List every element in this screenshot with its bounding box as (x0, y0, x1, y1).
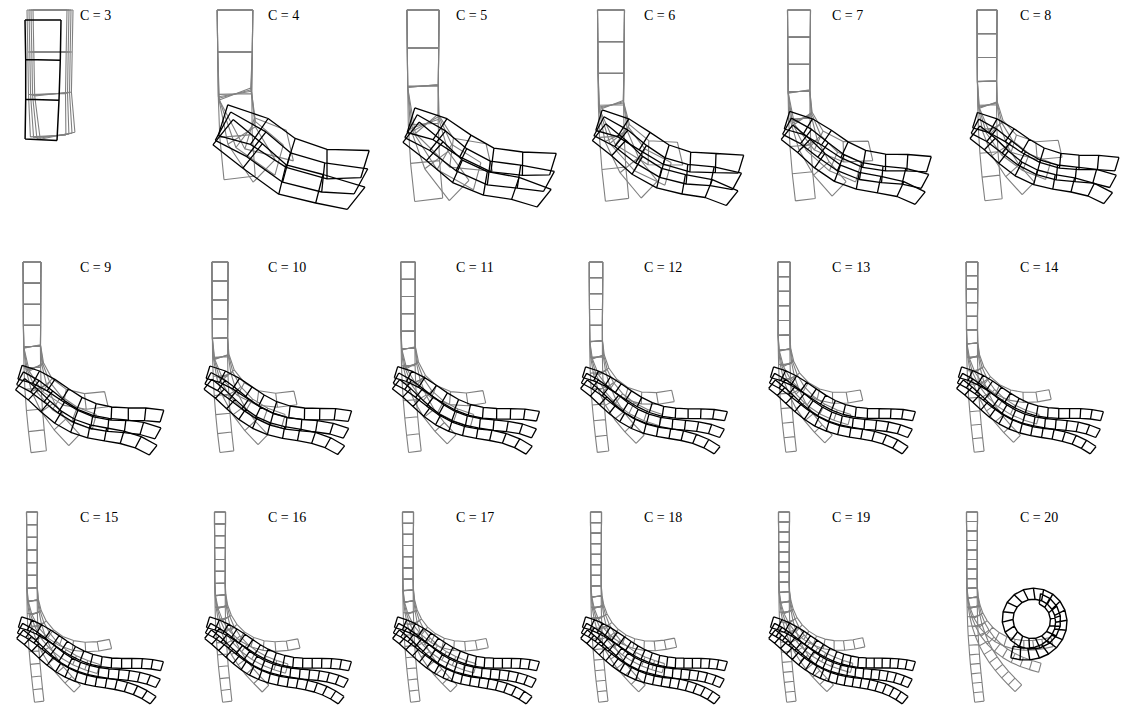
segment-chain (17, 630, 157, 704)
panel-label: C = 11 (456, 260, 494, 276)
segment-chain (783, 118, 929, 188)
segment-chain (967, 512, 1022, 692)
segment-chain (769, 380, 909, 454)
segment-chain (591, 512, 677, 651)
panel-label: C = 16 (268, 510, 306, 526)
segment-chain (598, 10, 672, 185)
segment-chain (392, 380, 532, 455)
segment-chain (212, 262, 285, 428)
segment-chain (205, 373, 349, 439)
segment-chain (1002, 588, 1067, 660)
segment-chain (788, 10, 873, 162)
segment-chain (592, 124, 738, 206)
segment-chain (25, 20, 61, 141)
segment-chain (594, 117, 742, 190)
segment-chain (779, 512, 865, 650)
segment-chain (403, 512, 489, 651)
segment-chain (212, 262, 234, 453)
segment-chain (957, 373, 1100, 437)
segment-chain (393, 623, 536, 687)
segment-chain (407, 10, 481, 190)
segment-chain (215, 512, 269, 692)
segment-chain (977, 10, 1035, 195)
segment-chain (598, 10, 683, 165)
segment-chain (784, 111, 931, 171)
panel-label: C = 3 (80, 8, 111, 24)
segment-chain (27, 512, 112, 652)
segment-chain (407, 10, 443, 202)
segment-chain (204, 379, 345, 454)
segment-chain (407, 108, 556, 175)
panel-label: C = 10 (268, 260, 306, 276)
panel-label: C = 15 (80, 510, 118, 526)
panel-label: C = 8 (1020, 8, 1051, 24)
panel-label: C = 18 (644, 510, 682, 526)
segment-chain (205, 630, 345, 704)
segment-chain (581, 380, 721, 454)
segment-chain (769, 630, 909, 704)
segment-chain (405, 115, 555, 192)
segment-chain (16, 379, 158, 455)
segment-chain (403, 122, 551, 207)
panel-label: C = 14 (1020, 260, 1058, 276)
segment-chain (781, 125, 925, 204)
segment-chain (18, 365, 164, 422)
segment-chain (17, 623, 160, 687)
segment-chain (23, 262, 80, 446)
panel-label: C = 6 (644, 8, 675, 24)
segment-chain (788, 10, 847, 196)
panel-label: C = 9 (80, 260, 111, 276)
panel-label: C = 4 (268, 8, 299, 24)
segment-chain (957, 380, 1097, 454)
panel-label: C = 20 (1020, 510, 1058, 526)
segment-chain (213, 120, 365, 210)
segment-chain (401, 262, 474, 427)
segment-chain (393, 630, 532, 704)
panel-label: C = 5 (456, 8, 487, 24)
segment-chain (581, 623, 724, 687)
segment-chain (788, 10, 862, 182)
segment-chain (206, 366, 352, 421)
segment-chain (769, 623, 912, 687)
segment-chain (581, 373, 724, 437)
segment-chain (591, 512, 646, 692)
panel-label: C = 12 (644, 260, 682, 276)
segment-chain (581, 630, 721, 704)
segment-chain (970, 126, 1113, 204)
segment-chain (215, 512, 301, 651)
segment-chain (401, 262, 456, 444)
segment-chain (778, 262, 863, 403)
segment-chain (769, 373, 912, 437)
segment-chain (403, 512, 458, 692)
segment-chain (33, 10, 75, 139)
segment-chain (589, 262, 644, 443)
panel-label: C = 7 (832, 8, 863, 24)
panel-label: C = 17 (456, 510, 494, 526)
segment-chain (218, 105, 369, 179)
panel-label: C = 19 (832, 510, 870, 526)
segment-chain (407, 10, 493, 171)
panel-label: C = 13 (832, 260, 870, 276)
segment-chain (971, 119, 1116, 187)
